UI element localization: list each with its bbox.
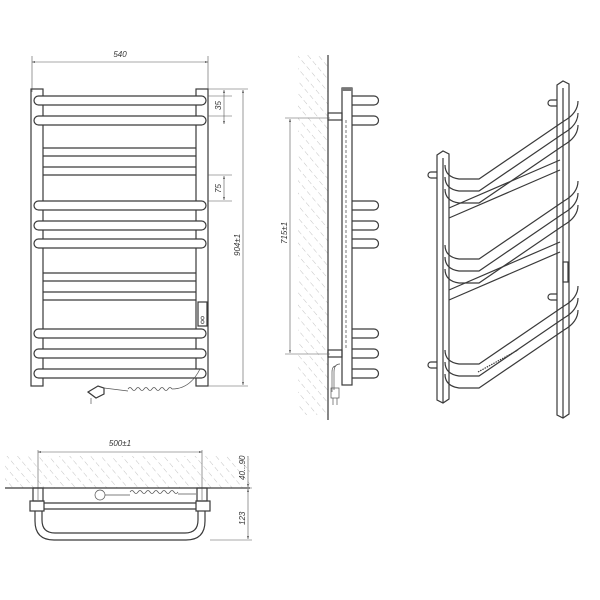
front-view: 540 [30,50,248,404]
top-view: 500±1 40...90 123 [5,439,252,541]
dim-mount-height: 715±1 [280,222,289,244]
dim-rail-spacing: 35 [214,101,223,110]
dim-depth: 123 [238,511,247,525]
dim-wall-distance: 40...90 [238,455,247,480]
dim-mount-width: 500±1 [109,439,131,448]
power-cord [86,368,201,404]
side-view: 715±1 [280,55,380,420]
dim-group-gap: 75 [214,184,223,193]
dim-overall-width: 540 [113,50,127,59]
dim-overall-height: 904±1 [233,234,242,256]
thermostat-box [197,301,208,327]
isometric-view [427,80,579,419]
